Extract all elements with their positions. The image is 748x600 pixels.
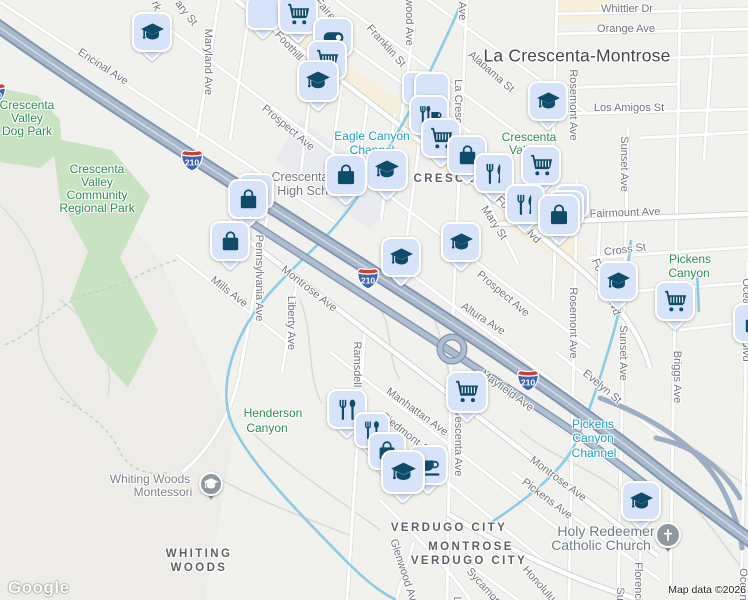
shopping-bag-icon xyxy=(538,194,580,236)
label-pickens: Pickens xyxy=(571,417,615,431)
shopping-bag-icon xyxy=(325,154,367,196)
label-fairmount-ave: Fairmount Ave xyxy=(589,205,661,221)
label-ave: Ave xyxy=(456,1,468,21)
label-briggs-ave: Briggs Ave xyxy=(671,350,683,404)
label-crescenta: Crescenta xyxy=(501,130,557,144)
label-valley: Valley xyxy=(81,175,113,189)
shopping-cart-icon xyxy=(521,145,561,185)
shopping-cart-icon xyxy=(278,0,318,34)
label-crescenta: Crescenta xyxy=(69,162,125,176)
label-sunset-ave: Sunset Ave xyxy=(618,136,630,192)
graduation-cap-icon xyxy=(381,450,425,494)
label-canyon: Canyon xyxy=(246,421,288,435)
marker-grad[interactable] xyxy=(528,81,568,132)
label-verdugo-city: VERDUGO CITY xyxy=(410,555,528,567)
label-sunset-ave: Sunset Ave xyxy=(617,325,629,381)
graduation-cap-icon xyxy=(381,237,421,277)
marker-grad[interactable] xyxy=(381,237,421,288)
label-rosemont-ave: Rosemont Ave xyxy=(567,69,579,141)
label-whittier-dr: Whittier Dr xyxy=(601,3,653,15)
label-valley: Valley xyxy=(11,111,43,125)
label-maryland-ave: Maryland Ave xyxy=(202,28,214,96)
graduation-cap-icon xyxy=(132,12,172,52)
label-orange-ave: Orange Ave xyxy=(597,23,655,35)
label-florencita-ave: Florencita Ave xyxy=(632,562,644,600)
graduation-cap-icon xyxy=(199,472,223,496)
marker-grad[interactable] xyxy=(132,12,172,63)
marker-bag[interactable] xyxy=(325,154,367,207)
marker-grad[interactable] xyxy=(598,261,638,312)
graduation-cap-icon xyxy=(297,60,339,102)
shopping-bag-icon xyxy=(210,221,250,261)
shopping-cart-icon xyxy=(446,371,488,413)
marker-cart[interactable] xyxy=(655,281,695,332)
empty-pin xyxy=(246,0,280,30)
marker-cart[interactable] xyxy=(521,145,561,196)
label-whiting: WHITING xyxy=(165,548,233,560)
label-whiting-woods: Whiting Woods xyxy=(109,472,191,486)
label-canyon: Canyon xyxy=(668,266,710,280)
marker-bag[interactable] xyxy=(228,179,268,230)
marker-circle-cross[interactable] xyxy=(655,522,681,552)
marker-tail xyxy=(663,544,673,557)
marker-grad[interactable] xyxy=(441,222,481,273)
marker-grad[interactable] xyxy=(366,149,408,202)
label-montessori: Montessori xyxy=(133,485,193,499)
shopping-cart-icon xyxy=(655,281,695,321)
graduation-cap-icon xyxy=(598,261,638,301)
label-dog-park: Dog Park xyxy=(1,124,53,138)
marker-cart[interactable] xyxy=(278,0,318,45)
graduation-cap-icon xyxy=(528,81,568,121)
marker-cart[interactable] xyxy=(446,371,488,424)
label-la-crescenta-montrose: La Crescenta-Montrose xyxy=(483,45,671,66)
label-community: Community xyxy=(66,188,128,202)
label-liberty-ave: Liberty Ave xyxy=(285,295,297,351)
label-los-amigos-st: Los Amigos St xyxy=(593,102,665,114)
label-pennsylvania-ave: Pennsylvania Ave xyxy=(253,234,265,322)
label-henderson: Henderson xyxy=(243,406,303,420)
marker-circle-grad[interactable] xyxy=(199,472,223,501)
google-logo[interactable]: Google xyxy=(8,578,70,597)
label-canyon: Canyon xyxy=(572,431,614,445)
map-data-attribution: Map data ©2026 xyxy=(668,584,746,596)
label-catholic-church: Catholic Church xyxy=(551,537,651,553)
marker-grad[interactable] xyxy=(297,60,339,113)
label-wood-ave: wood Ave xyxy=(403,0,415,46)
cross-icon xyxy=(655,522,681,548)
marker-tail xyxy=(206,493,216,505)
graduation-cap-icon xyxy=(441,222,481,262)
marker-grad[interactable] xyxy=(381,450,425,505)
label-holy-redeemer: Holy Redeemer xyxy=(557,523,655,539)
label-crescenta: Crescenta xyxy=(0,98,55,112)
marker-bag[interactable] xyxy=(210,221,250,272)
marker-grad[interactable] xyxy=(621,481,661,532)
label-montrose: MONTROSE xyxy=(428,541,514,553)
label-channel: Channel xyxy=(571,446,617,460)
label-pickens: Pickens xyxy=(668,252,712,266)
label-eagle-canyon: Eagle Canyon xyxy=(334,129,410,143)
label-woods: WOODS xyxy=(170,562,228,574)
label-su: Su xyxy=(614,587,626,600)
shopping-bag-icon xyxy=(733,303,748,343)
label-crescenta: Crescenta xyxy=(271,170,329,184)
graduation-cap-icon xyxy=(621,481,661,521)
label-verdugo-city: VERDUGO CITY xyxy=(390,522,508,534)
graduation-cap-icon xyxy=(366,149,408,191)
shopping-bag-icon xyxy=(228,179,268,219)
label-rosemont-ave: Rosemont Ave xyxy=(567,287,579,359)
marker-bag[interactable] xyxy=(733,303,748,354)
marker-plain[interactable] xyxy=(246,0,280,41)
label-regional-park: Regional Park xyxy=(59,201,135,215)
marker-bag[interactable] xyxy=(538,194,580,247)
